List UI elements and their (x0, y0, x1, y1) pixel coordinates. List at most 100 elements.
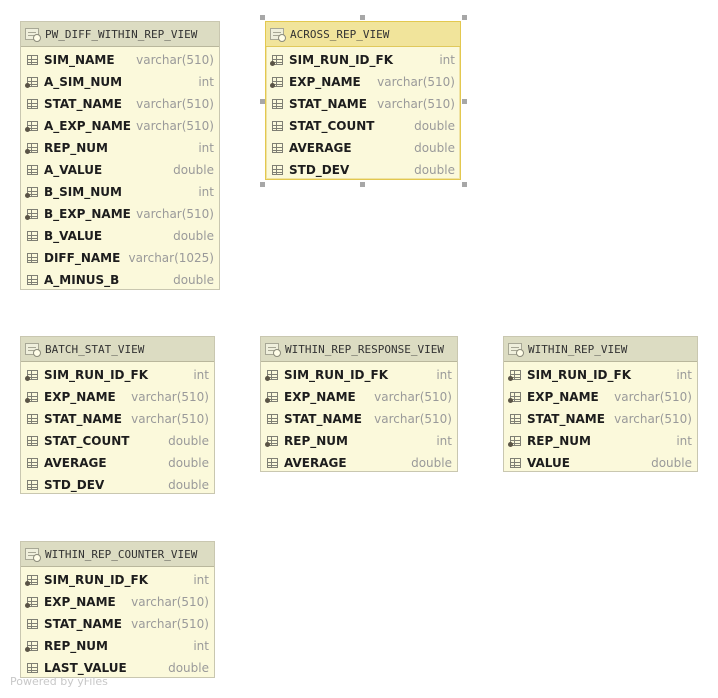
column-name: EXP_NAME (289, 75, 361, 89)
resize-handle-ne[interactable] (462, 15, 467, 20)
column-icon (508, 457, 522, 470)
resize-handle-sw[interactable] (260, 182, 265, 187)
column-name: EXP_NAME (527, 390, 599, 404)
column-icon (270, 120, 284, 133)
column-row[interactable]: STD_DEV double (266, 159, 460, 181)
view-header[interactable]: ACROSS_REP_VIEW (266, 22, 460, 47)
view-header[interactable]: BATCH_STAT_VIEW (21, 337, 214, 362)
resize-handle-w[interactable] (260, 99, 265, 104)
column-icon (265, 457, 279, 470)
column-type: double (414, 163, 455, 177)
column-name: STAT_NAME (44, 617, 122, 631)
key-column-icon (25, 574, 39, 587)
column-name: REP_NUM (284, 434, 348, 448)
resize-handle-e[interactable] (462, 99, 467, 104)
key-column-icon (25, 391, 39, 404)
view-icon (265, 343, 281, 357)
magnifier-icon (33, 349, 41, 357)
column-name: AVERAGE (44, 456, 107, 470)
column-name: STAT_NAME (284, 412, 362, 426)
resize-handle-nw[interactable] (260, 15, 265, 20)
resize-handle-s[interactable] (360, 182, 365, 187)
column-icon (25, 435, 39, 448)
column-row[interactable]: STAT_NAME varchar(510) (261, 408, 457, 430)
view-title: WITHIN_REP_COUNTER_VIEW (45, 547, 198, 561)
column-row[interactable]: REP_NUM int (261, 430, 457, 452)
column-type: double (168, 456, 209, 470)
column-type: double (168, 478, 209, 492)
resize-handle-se[interactable] (462, 182, 467, 187)
column-icon (270, 98, 284, 111)
view-title: ACROSS_REP_VIEW (290, 27, 390, 41)
resize-handle-n[interactable] (360, 15, 365, 20)
column-type: int (436, 434, 452, 448)
magnifier-icon (273, 349, 281, 357)
view-title: BATCH_STAT_VIEW (45, 342, 145, 356)
column-name: STD_DEV (289, 163, 350, 177)
column-type: double (411, 456, 452, 470)
column-icon (25, 274, 39, 287)
view-header[interactable]: WITHIN_REP_COUNTER_VIEW (21, 542, 214, 567)
column-icon (25, 457, 39, 470)
column-type: varchar(510) (136, 53, 214, 67)
column-name: SIM_RUN_ID_FK (44, 573, 148, 587)
column-icon (270, 164, 284, 177)
key-column-icon (25, 640, 39, 653)
column-row[interactable]: AVERAGE double (21, 452, 214, 474)
column-name: REP_NUM (527, 434, 591, 448)
view-header[interactable]: WITHIN_REP_RESPONSE_VIEW (261, 337, 457, 362)
column-type: varchar(510) (136, 207, 214, 221)
column-name: A_VALUE (44, 163, 103, 177)
column-icon (25, 413, 39, 426)
column-type: varchar(510) (374, 412, 452, 426)
column-type: double (168, 661, 209, 675)
column-type: varchar(510) (131, 412, 209, 426)
view-header[interactable]: WITHIN_REP_VIEW (504, 337, 697, 362)
column-name: B_EXP_NAME (44, 207, 131, 221)
view-title: WITHIN_REP_RESPONSE_VIEW (285, 342, 444, 356)
view-header[interactable]: PW_DIFF_WITHIN_REP_VIEW (21, 22, 219, 47)
view-icon (25, 28, 41, 42)
column-row[interactable]: B_EXP_NAME varchar(510) (21, 203, 219, 225)
